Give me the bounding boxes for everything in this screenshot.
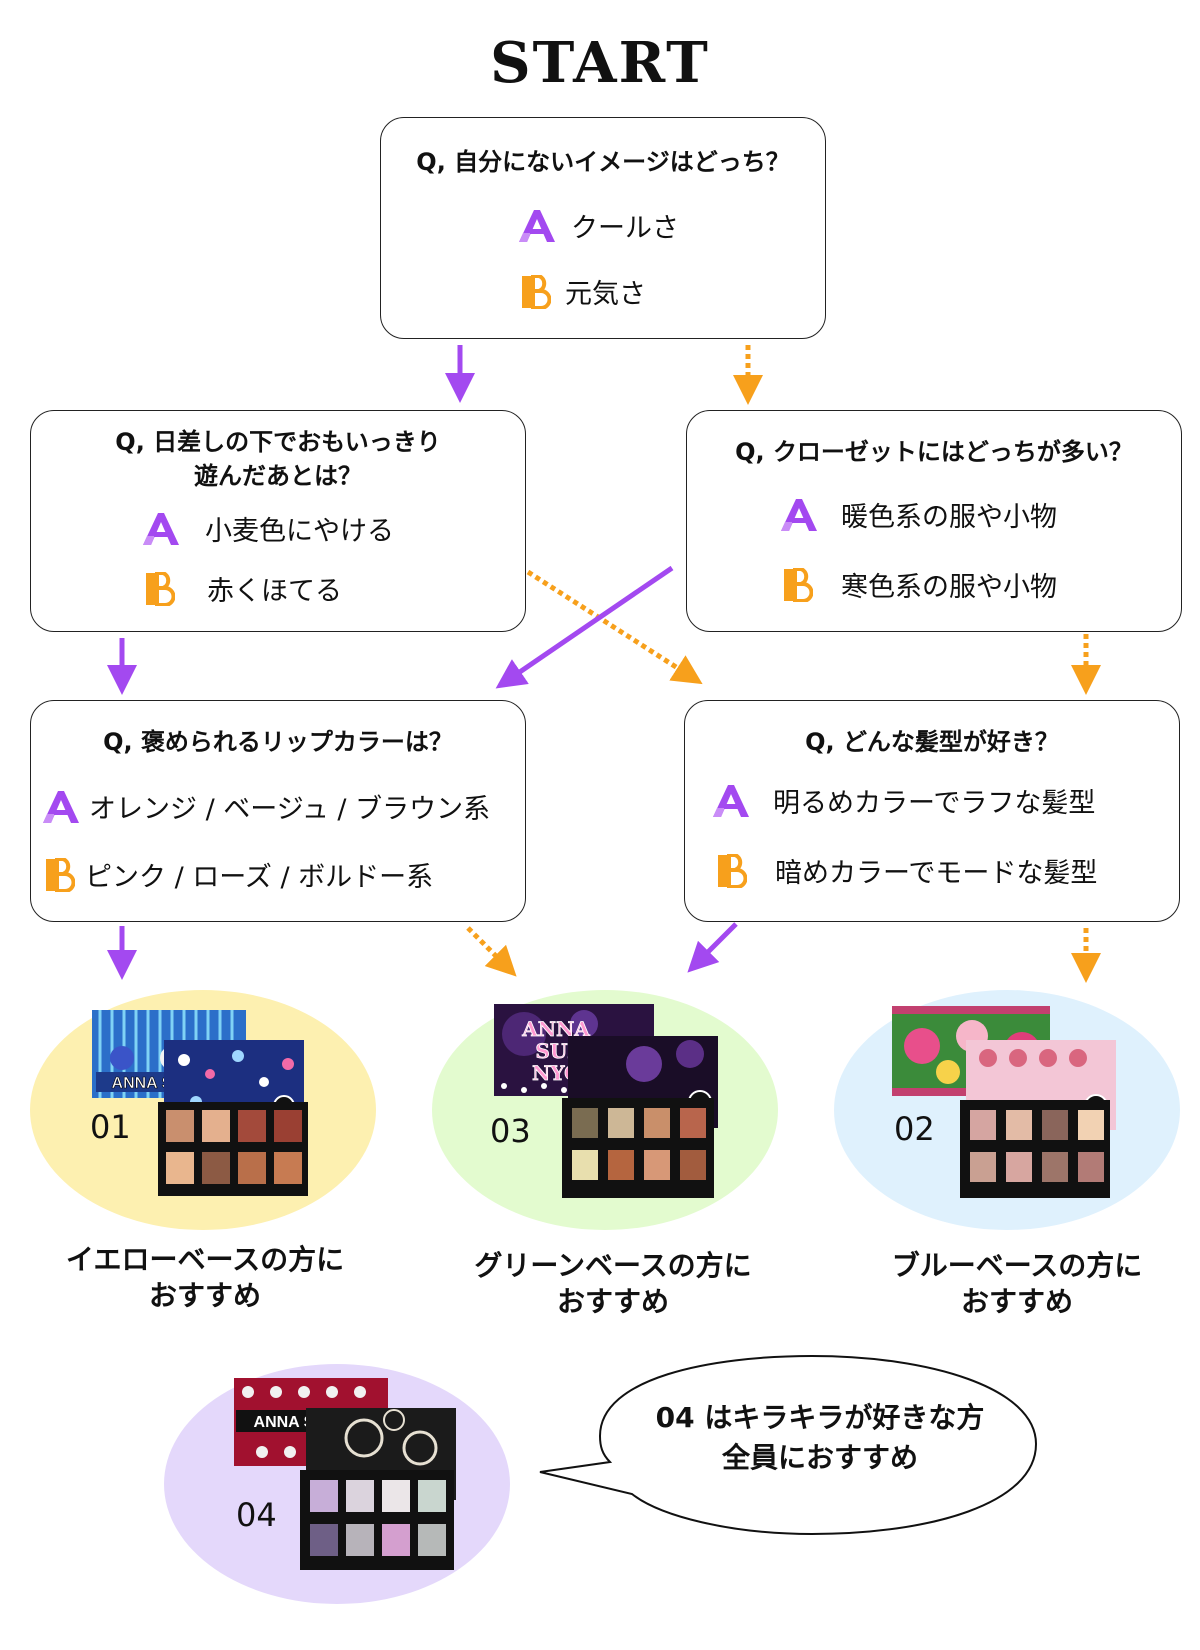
q1-option-a: クールさ: [517, 206, 679, 245]
result-number-01: 01: [90, 1108, 131, 1146]
q2-option-a: 小麦色にやける: [141, 509, 394, 548]
result-caption-02: ブルーベースの方に おすすめ: [832, 1248, 1200, 1320]
palette-01-image: ANNA SUI NYC: [92, 1010, 308, 1196]
question-2-line1: Q, 日差しの下でおもいっきり: [115, 428, 441, 456]
letter-b-icon: [45, 858, 75, 892]
q5-option-b-label: 暗めカラーでモードな髪型: [775, 858, 1098, 889]
question-4-text: Q, 褒められるリップカラーは？: [103, 728, 453, 756]
q1-option-b-label: 元気さ: [565, 279, 646, 310]
question-1-text: Q, 自分にないイメージはどっち？: [416, 148, 790, 176]
letter-b-icon: [783, 568, 813, 602]
letter-a-icon: [517, 209, 557, 243]
result-caption-01-line2: おすすめ: [148, 1279, 261, 1312]
letter-b-icon: [145, 572, 175, 606]
question-3-text: Q, クローゼットにはどっちが多い？: [735, 438, 1133, 466]
arrow-q5-a: [687, 922, 738, 973]
arrow-q3-a: [495, 565, 674, 689]
result-number-02: 02: [894, 1110, 935, 1148]
q3-option-b-label: 寒色系の服や小物: [841, 572, 1057, 603]
palette-04-image: ANNA SUI NYC: [234, 1378, 456, 1570]
question-2-line2: 遊んだあとは？: [194, 462, 362, 490]
result-caption-02-line1: ブルーベースの方に: [891, 1249, 1143, 1282]
q1-option-b: 元気さ: [521, 272, 646, 311]
q4-option-a: オレンジ / ベージュ / ブラウン系: [41, 787, 490, 826]
letter-a-icon: [779, 498, 819, 532]
result-caption-02-line2: おすすめ: [960, 1285, 1073, 1318]
q3-option-a-label: 暖色系の服や小物: [841, 502, 1057, 533]
letter-b-icon: [521, 275, 551, 309]
result-caption-01-line1: イエローベースの方に: [65, 1243, 345, 1276]
q4-option-a-label: オレンジ / ベージュ / ブラウン系: [89, 794, 491, 825]
question-box-1: Q, 自分にないイメージはどっち？ クールさ 元気さ: [380, 117, 826, 339]
result-caption-03-line2: おすすめ: [556, 1285, 669, 1318]
result-caption-03-line1: グリーンベースの方に: [474, 1249, 752, 1282]
result-number-04: 04: [236, 1496, 277, 1534]
question-box-2: Q, 日差しの下でおもいっきり 遊んだあとは？ 小麦色にやける 赤くほてる: [30, 410, 526, 632]
q4-option-b-label: ピンク / ローズ / ボルドー系: [85, 862, 434, 893]
q3-option-b: 寒色系の服や小物: [783, 565, 1057, 604]
q3-option-a: 暖色系の服や小物: [779, 495, 1057, 534]
q1-option-a-label: クールさ: [571, 213, 679, 244]
question-5-text: Q, どんな髪型が好き？: [805, 728, 1059, 756]
result-number-03: 03: [490, 1112, 531, 1150]
arrow-q2-b: [526, 569, 703, 685]
letter-a-icon: [711, 784, 751, 818]
q5-option-b: 暗めカラーでモードな髪型: [717, 851, 1097, 890]
palette-03-image: ANNA SUI NYC: [494, 1004, 718, 1198]
question-box-4: Q, 褒められるリップカラーは？ オレンジ / ベージュ / ブラウン系 ピンク…: [30, 700, 526, 922]
q2-option-a-label: 小麦色にやける: [205, 516, 394, 547]
result-caption-03: グリーンベースの方に おすすめ: [428, 1248, 798, 1320]
palette-02-image: [892, 1006, 1116, 1198]
start-title: START: [490, 30, 710, 96]
result-caption-01: イエローベースの方に おすすめ: [20, 1242, 390, 1314]
letter-b-icon: [717, 854, 747, 888]
q5-option-a-label: 明るめカラーでラフな髪型: [773, 788, 1096, 819]
letter-a-icon: [141, 512, 181, 546]
q5-option-a: 明るめカラーでラフな髪型: [711, 781, 1095, 820]
bubble-line2: 全員におすすめ: [721, 1441, 918, 1474]
question-box-3: Q, クローゼットにはどっちが多い？ 暖色系の服や小物 寒色系の服や小物: [686, 410, 1182, 632]
question-box-5: Q, どんな髪型が好き？ 明るめカラーでラフな髪型 暗めカラーでモードな髪型: [684, 700, 1180, 922]
bubble-line1: 04 はキラキラが好きな方: [655, 1401, 985, 1434]
letter-a-icon: [41, 790, 81, 824]
arrow-q4-b: [466, 926, 517, 977]
speech-bubble: [539, 1354, 1038, 1536]
q2-option-b: 赤くほてる: [145, 569, 342, 608]
q4-option-b: ピンク / ローズ / ボルドー系: [45, 855, 433, 894]
bubble-text: 04 はキラキラが好きな方 全員におすすめ: [600, 1398, 1040, 1478]
q2-option-b-label: 赤くほてる: [207, 576, 342, 607]
palette-03-logo-1: ANNA: [521, 1017, 590, 1041]
